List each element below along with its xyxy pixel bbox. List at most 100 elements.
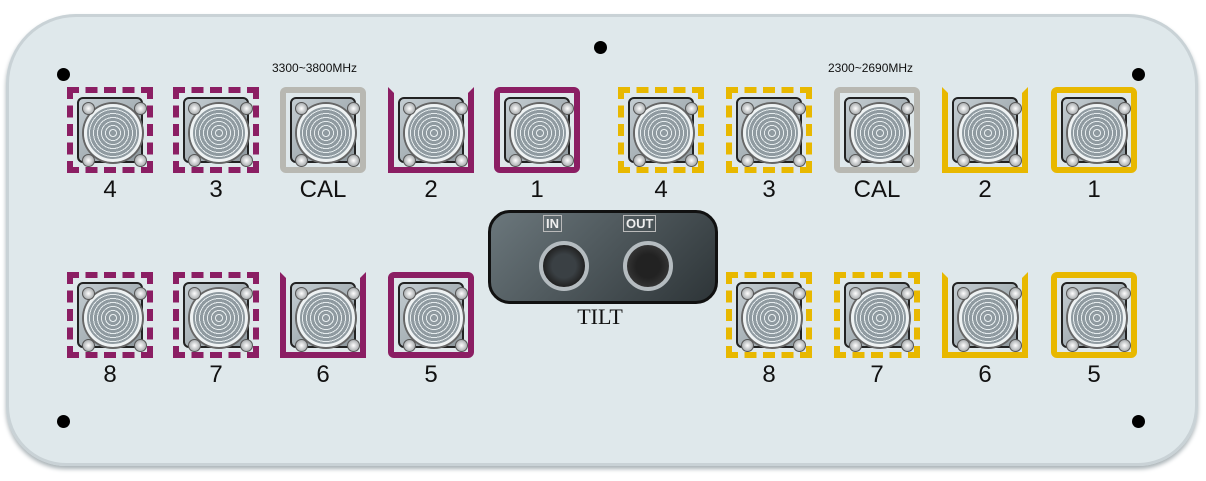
screw-icon	[240, 339, 253, 352]
connector-flange	[77, 282, 147, 352]
connector-flange	[77, 97, 147, 167]
connector-label: 6	[316, 361, 330, 388]
screw-icon	[685, 154, 698, 167]
screw-icon	[240, 154, 253, 167]
screw-icon	[295, 102, 308, 115]
connector-port-icon	[1068, 289, 1126, 347]
mounting-hole	[594, 41, 607, 54]
rf-connector-left-top-1[interactable]	[494, 87, 580, 173]
screw-icon	[403, 339, 416, 352]
connector-label: 5	[424, 361, 438, 388]
screw-icon	[347, 102, 360, 115]
connector-flange	[844, 282, 914, 352]
screw-icon	[741, 339, 754, 352]
rf-connector-left-bottom-7[interactable]	[173, 272, 259, 358]
rf-connector-right-top-1[interactable]	[1051, 87, 1137, 173]
connector-port-icon	[851, 104, 909, 162]
connector-port-icon	[84, 289, 142, 347]
connector-label: 4	[654, 176, 668, 203]
screw-icon	[957, 287, 970, 300]
connector-label: 3	[762, 176, 776, 203]
connector-port-icon	[190, 104, 248, 162]
rf-connector-right-top-3[interactable]	[726, 87, 812, 173]
rf-connector-left-bottom-6[interactable]	[280, 272, 366, 358]
screw-icon	[741, 102, 754, 115]
connector-flange	[290, 97, 360, 167]
rf-connector-right-bottom-7[interactable]	[834, 272, 920, 358]
rf-connector-left-top-3[interactable]	[173, 87, 259, 173]
tilt-out-connector[interactable]	[623, 241, 673, 291]
connector-port-icon	[959, 104, 1017, 162]
connector-flange	[844, 97, 914, 167]
screw-icon	[295, 339, 308, 352]
screw-icon	[1118, 154, 1131, 167]
screw-icon	[633, 154, 646, 167]
screw-icon	[509, 102, 522, 115]
screw-icon	[1066, 287, 1079, 300]
screw-icon	[403, 154, 416, 167]
connector-port-icon	[297, 104, 355, 162]
rf-connector-right-top-4[interactable]	[618, 87, 704, 173]
screw-icon	[849, 154, 862, 167]
rf-connector-left-top-2[interactable]	[388, 87, 474, 173]
screw-icon	[188, 102, 201, 115]
connector-label: 4	[103, 176, 117, 203]
connector-flange	[504, 97, 574, 167]
rf-connector-left-bottom-5[interactable]	[388, 272, 474, 358]
screw-icon	[1009, 339, 1022, 352]
connector-flange	[290, 282, 360, 352]
connector-port-icon	[1068, 104, 1126, 162]
screw-icon	[901, 154, 914, 167]
rf-connector-left-top-4[interactable]	[67, 87, 153, 173]
screw-icon	[793, 154, 806, 167]
screw-icon	[901, 102, 914, 115]
screw-icon	[849, 287, 862, 300]
connector-flange	[183, 97, 253, 167]
connector-flange	[628, 97, 698, 167]
rf-connector-right-top-2[interactable]	[942, 87, 1028, 173]
screw-icon	[455, 339, 468, 352]
mounting-hole	[1132, 68, 1145, 81]
screw-icon	[134, 339, 147, 352]
screw-icon	[1066, 339, 1079, 352]
screw-icon	[82, 287, 95, 300]
screw-icon	[741, 154, 754, 167]
connector-port-icon	[743, 104, 801, 162]
screw-icon	[793, 287, 806, 300]
screw-icon	[134, 287, 147, 300]
rf-connector-right-bottom-8[interactable]	[726, 272, 812, 358]
screw-icon	[82, 339, 95, 352]
connector-port-icon	[851, 289, 909, 347]
rf-connector-right-top-cal[interactable]	[834, 87, 920, 173]
rf-connector-left-top-cal[interactable]	[280, 87, 366, 173]
connector-port-icon	[511, 104, 569, 162]
mounting-hole	[1132, 415, 1145, 428]
connector-port-icon	[635, 104, 693, 162]
rf-connector-right-bottom-5[interactable]	[1051, 272, 1137, 358]
connector-port-icon	[959, 289, 1017, 347]
rf-connector-left-bottom-8[interactable]	[67, 272, 153, 358]
screw-icon	[741, 287, 754, 300]
screw-icon	[561, 154, 574, 167]
connector-label: 5	[1087, 361, 1101, 388]
screw-icon	[455, 102, 468, 115]
connector-flange	[398, 282, 468, 352]
screw-icon	[403, 102, 416, 115]
connector-label: 7	[209, 361, 223, 388]
screw-icon	[347, 154, 360, 167]
screw-icon	[455, 154, 468, 167]
connector-port-icon	[405, 289, 463, 347]
screw-icon	[793, 102, 806, 115]
tilt-in-label: IN	[543, 215, 562, 232]
tilt-label: TILT	[577, 304, 623, 329]
connector-label: 7	[870, 361, 884, 388]
mounting-hole	[57, 415, 70, 428]
screw-icon	[901, 287, 914, 300]
connector-port-icon	[84, 104, 142, 162]
screw-icon	[849, 339, 862, 352]
tilt-in-connector[interactable]	[539, 241, 589, 291]
connector-flange	[952, 97, 1022, 167]
rf-connector-right-bottom-6[interactable]	[942, 272, 1028, 358]
screw-icon	[188, 339, 201, 352]
connector-label: 1	[530, 176, 544, 203]
